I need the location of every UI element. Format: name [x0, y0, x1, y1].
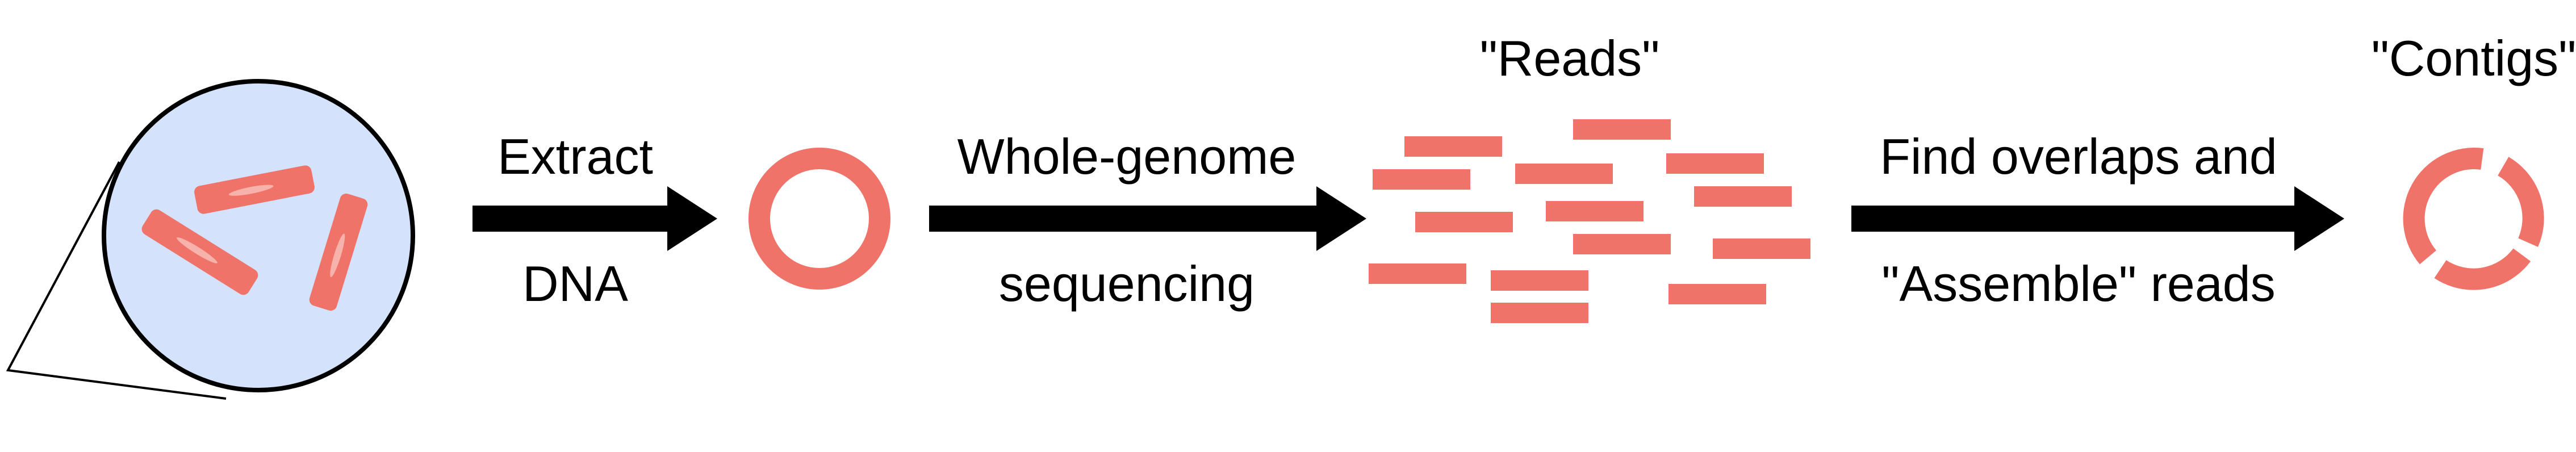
arrow-extract — [472, 186, 717, 251]
chromosome-fragment — [141, 209, 258, 295]
read-fragment — [1666, 153, 1764, 174]
read-fragment — [1369, 263, 1466, 284]
cell-body — [102, 79, 415, 392]
circular-dna-icon — [748, 148, 890, 290]
step-assemble-line1: Find overlaps and — [1880, 128, 2277, 185]
read-fragment — [1573, 234, 1671, 254]
bacterial-cell-icon — [6, 79, 415, 400]
read-fragment — [1713, 238, 1810, 259]
zoom-lines — [6, 161, 227, 400]
reads-title: "Reads" — [1480, 30, 1660, 86]
read-fragment — [1515, 164, 1613, 184]
arrow-sequencing — [929, 186, 1366, 251]
read-fragment — [1573, 119, 1671, 140]
read-fragment — [1415, 212, 1513, 232]
step-assemble: Find overlaps and "Assemble" reads — [1851, 128, 2344, 312]
step-assemble-line2: "Assemble" reads — [1881, 256, 2275, 312]
read-fragment — [1668, 284, 1766, 304]
contigs-title: "Contigs" — [2372, 30, 2576, 86]
read-fragment — [1373, 169, 1470, 190]
contig-segment — [2434, 248, 2531, 290]
chromosome-fragment — [194, 165, 315, 214]
step-extract-line2: DNA — [522, 256, 628, 312]
step-sequencing-line1: Whole-genome — [957, 128, 1297, 185]
read-fragment — [1694, 186, 1792, 207]
sequencing-reads-icon: "Reads" — [1369, 30, 1810, 323]
read-fragment — [1546, 201, 1644, 221]
chromosome-fragment — [309, 193, 368, 311]
read-fragment — [1491, 270, 1588, 291]
read-fragment — [1491, 303, 1588, 323]
step-sequencing: Whole-genome sequencing — [929, 128, 1366, 312]
contig-segment — [2403, 148, 2484, 265]
step-extract: Extract DNA — [472, 128, 717, 312]
step-sequencing-line2: sequencing — [999, 256, 1254, 312]
arrow-assemble — [1851, 186, 2344, 251]
read-fragment — [1404, 136, 1502, 157]
assembled-contigs-icon: "Contigs" — [2372, 30, 2576, 290]
step-extract-line1: Extract — [497, 128, 653, 185]
contig-segment — [2497, 157, 2544, 247]
